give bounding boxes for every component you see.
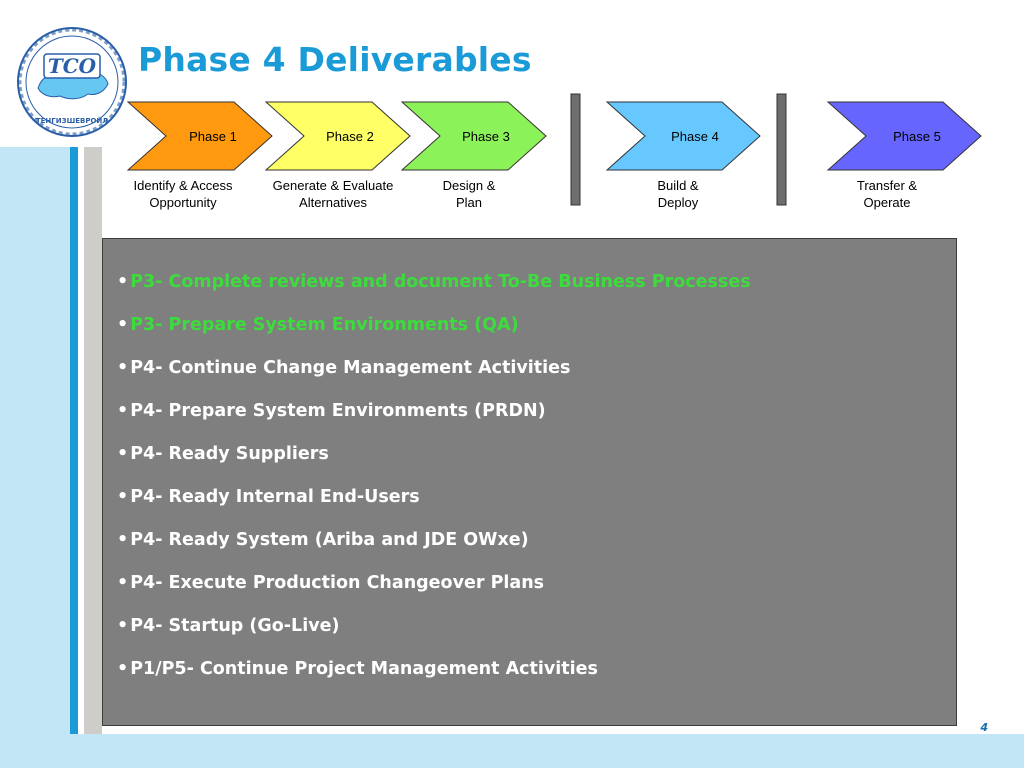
- bullet-icon: •: [117, 530, 129, 550]
- phase-5-description: Transfer & Operate: [856, 178, 918, 210]
- phase-2-chevron: [264, 101, 411, 171]
- deliverable-text: P3- Complete reviews and document To-Be …: [130, 272, 751, 292]
- deliverable-text: P4- Ready System (Ariba and JDE OWxe): [130, 530, 529, 550]
- bullet-icon: •: [117, 358, 129, 378]
- deliverable-text: P1/P5- Continue Project Management Activ…: [130, 659, 598, 679]
- phase-2-label: Phase 2: [326, 129, 374, 144]
- deliverable-item: •P4- Continue Change Management Activiti…: [117, 358, 751, 401]
- left-gray-strip: [84, 147, 102, 734]
- deliverable-item: •P3- Prepare System Environments (QA): [117, 315, 751, 358]
- left-blue-strip: [70, 147, 78, 734]
- bottom-pale-strip: [0, 734, 1024, 768]
- bullet-icon: •: [117, 573, 129, 593]
- deliverable-item: •P3- Complete reviews and document To-Be…: [117, 272, 751, 315]
- phase-4-label: Phase 4: [671, 129, 719, 144]
- phase-3-chevron: [400, 101, 547, 171]
- deliverable-text: P4- Startup (Go-Live): [130, 616, 340, 636]
- deliverable-text: P4- Ready Internal End-Users: [130, 487, 420, 507]
- deliverable-item: •P4- Prepare System Environments (PRDN): [117, 401, 751, 444]
- left-gap-strip: [78, 147, 84, 734]
- phase-5-label: Phase 5: [893, 129, 941, 144]
- phase-3-description: Design & Plan: [442, 178, 496, 210]
- deliverable-item: •P4- Ready System (Ariba and JDE OWxe): [117, 530, 751, 573]
- deliverable-text: P3- Prepare System Environments (QA): [130, 315, 519, 335]
- phase-2-description: Generate & Evaluate Alternatives: [272, 178, 394, 210]
- deliverable-item: •P4- Startup (Go-Live): [117, 616, 751, 659]
- phase-divider-2: [776, 93, 787, 206]
- phase-divider-1: [570, 93, 581, 206]
- deliverable-text: P4- Execute Production Changeover Plans: [130, 573, 545, 593]
- bullet-icon: •: [117, 659, 129, 679]
- phase-1-description: Identify & Access Opportunity: [133, 178, 233, 210]
- phase-5-chevron: [826, 101, 982, 171]
- page-number: 4: [980, 721, 988, 734]
- phase-4-chevron: [605, 101, 761, 171]
- logo-subtext: ТЕНГИЗШЕВРОЙЛ: [36, 116, 108, 125]
- deliverable-text: P4- Ready Suppliers: [130, 444, 329, 464]
- deliverable-item: •P4- Execute Production Changeover Plans: [117, 573, 751, 616]
- logo-letters: TCO: [48, 54, 97, 78]
- deliverable-item: •P4- Ready Internal End-Users: [117, 487, 751, 530]
- bullet-icon: •: [117, 315, 129, 335]
- bullet-icon: •: [117, 401, 129, 421]
- deliverables-panel: •P3- Complete reviews and document To-Be…: [102, 238, 957, 726]
- bullet-icon: •: [117, 487, 129, 507]
- phase-3-label: Phase 3: [462, 129, 510, 144]
- deliverable-item: •P1/P5- Continue Project Management Acti…: [117, 659, 751, 702]
- company-logo: TCO ТЕНГИЗШЕВРОЙЛ: [16, 26, 128, 138]
- bullet-icon: •: [117, 272, 129, 292]
- deliverable-text: P4- Continue Change Management Activitie…: [130, 358, 571, 378]
- phase-4-description: Build & Deploy: [657, 178, 699, 210]
- phase-timeline: Phase 1 Phase 2 Phase 3 Phase 4 Phase 5 …: [0, 0, 1024, 230]
- bullet-icon: •: [117, 444, 129, 464]
- phase-1-chevron: [126, 101, 273, 171]
- deliverables-list: •P3- Complete reviews and document To-Be…: [117, 272, 751, 702]
- bullet-icon: •: [117, 616, 129, 636]
- phase-1-label: Phase 1: [189, 129, 237, 144]
- kazakhstan-map-emblem-icon: TCO ТЕНГИЗШЕВРОЙЛ: [17, 27, 127, 137]
- deliverable-text: P4- Prepare System Environments (PRDN): [130, 401, 546, 421]
- deliverable-item: •P4- Ready Suppliers: [117, 444, 751, 487]
- slide-title: Phase 4 Deliverables: [138, 40, 532, 79]
- left-pale-strip: [0, 147, 70, 734]
